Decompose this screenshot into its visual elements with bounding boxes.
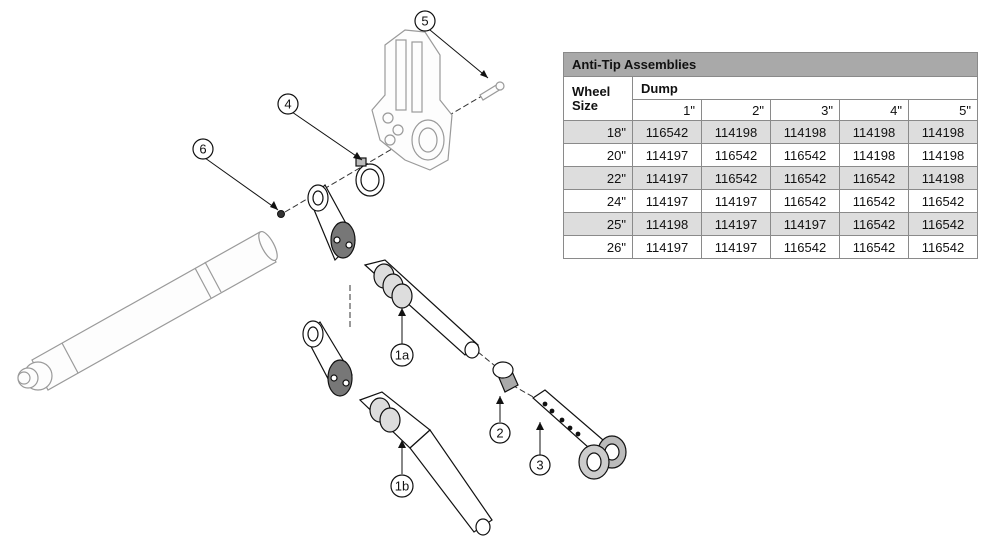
wheel-size-header: Wheel Size (563, 76, 633, 121)
callout-arrowheads (270, 70, 544, 448)
part-number-cell: 114197 (632, 143, 702, 167)
part-number-cell: 116542 (839, 189, 909, 213)
part-number-cell: 114198 (908, 120, 978, 144)
pin-part-5 (479, 81, 505, 101)
wheel-size-cell: 22" (563, 166, 633, 190)
dump-value-header: 3" (770, 99, 840, 121)
wheel-size-cell: 24" (563, 189, 633, 213)
callout-5: 5 (414, 10, 436, 32)
part-number-cell: 116542 (770, 166, 840, 190)
dump-value-header: 2" (701, 99, 771, 121)
nut-part-6 (277, 210, 285, 218)
callout-1b: 1b (390, 474, 414, 498)
callout-3-label: 3 (536, 458, 543, 473)
part-number-cell: 114198 (839, 143, 909, 167)
part-number-cell: 116542 (770, 235, 840, 259)
part-number-cell: 114198 (908, 166, 978, 190)
part-number-cell: 114197 (770, 212, 840, 236)
callout-2-label: 2 (496, 426, 503, 441)
wheel-size-cell: 18" (563, 120, 633, 144)
anti-tip-tube-part-1a (307, 184, 480, 359)
anti-tip-assemblies-table: Anti-Tip Assemblies Wheel Size Dump 1"2"… (563, 52, 978, 259)
part-number-cell: 116542 (908, 189, 978, 213)
dump-value-header: 5" (908, 99, 978, 121)
callout-3: 3 (529, 454, 551, 476)
part-number-cell: 114197 (701, 212, 771, 236)
part-number-cell: 114198 (701, 120, 771, 144)
callout-5-label: 5 (421, 14, 428, 29)
wheel-size-cell: 25" (563, 212, 633, 236)
axle-ghost-part (17, 230, 278, 391)
part-number-cell: 114197 (632, 189, 702, 213)
dump-header-row: Wheel Size Dump (563, 76, 978, 121)
dump-value-header: 4" (839, 99, 909, 121)
wheel-size-cell: 20" (563, 143, 633, 167)
bushing-part-2 (492, 361, 519, 393)
part-number-cell: 114197 (701, 235, 771, 259)
part-number-cell: 116542 (632, 120, 702, 144)
part-number-cell: 116542 (908, 212, 978, 236)
table-title: Anti-Tip Assemblies (563, 52, 978, 77)
callout-2: 2 (489, 422, 511, 444)
callout-leaders (204, 29, 541, 474)
callout-1a: 1a (390, 343, 414, 367)
part-number-cell: 116542 (701, 166, 771, 190)
table-title-row: Anti-Tip Assemblies (563, 52, 978, 77)
part-number-cell: 116542 (908, 235, 978, 259)
part-number-cell: 114197 (701, 189, 771, 213)
callout-4: 4 (277, 93, 299, 115)
dump-header: Dump (632, 76, 978, 100)
part-number-cell: 114198 (908, 143, 978, 167)
clamp-collar-part-4 (355, 157, 385, 197)
part-number-cell: 116542 (701, 143, 771, 167)
callout-6-label: 6 (199, 142, 206, 157)
wheel-size-cell: 26" (563, 235, 633, 259)
mounting-bracket-ghost-part (371, 29, 453, 171)
part-number-cell: 114198 (770, 120, 840, 144)
part-number-cell: 116542 (770, 143, 840, 167)
part-number-cell: 116542 (839, 235, 909, 259)
part-number-cell: 114197 (632, 235, 702, 259)
wheel-assembly-part-3 (532, 389, 627, 480)
callout-1a-label: 1a (395, 348, 410, 363)
callout-1b-label: 1b (395, 479, 409, 494)
part-number-cell: 114197 (632, 166, 702, 190)
part-number-cell: 116542 (839, 212, 909, 236)
part-number-cell: 116542 (770, 189, 840, 213)
part-number-cell: 116542 (839, 166, 909, 190)
callout-4-label: 4 (284, 97, 291, 112)
part-number-cell: 114198 (839, 120, 909, 144)
part-number-cell: 114198 (632, 212, 702, 236)
dump-value-header: 1" (632, 99, 702, 121)
anti-tip-tube-part-1b (302, 320, 493, 536)
callout-6: 6 (192, 138, 214, 160)
